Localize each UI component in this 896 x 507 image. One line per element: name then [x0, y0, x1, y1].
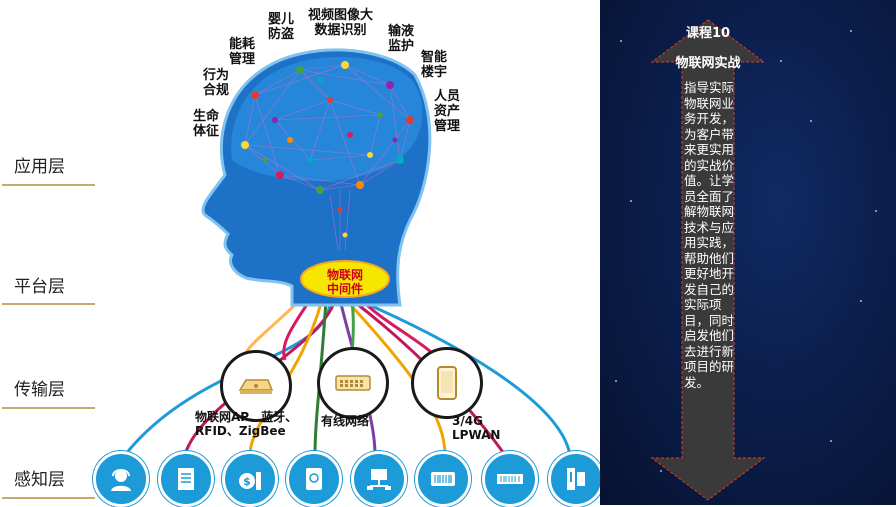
neural-nodes — [241, 61, 414, 238]
layer-divider — [2, 303, 95, 305]
transport-label-cellular: 3/4G LPWAN — [452, 414, 501, 442]
scanner-icon — [567, 468, 585, 490]
sensor-scanner — [548, 451, 604, 507]
transport-hub-wired — [317, 347, 389, 419]
barcode-tag-icon — [497, 474, 523, 484]
head-brain-graphic — [123, 48, 572, 456]
layer-label-perception: 感知层 — [14, 470, 65, 490]
transport-hub-cellular — [411, 347, 483, 419]
router-icon — [238, 379, 274, 394]
document-icon — [178, 468, 194, 490]
money-icon: $ — [239, 472, 261, 490]
sensor-tablet — [286, 451, 342, 507]
app-label-behavior-compliance: 行为 合规 — [203, 68, 230, 98]
transport-label-wired: 有线网络 — [321, 414, 370, 428]
layer-divider — [2, 184, 95, 186]
transport-hub-ap — [220, 350, 292, 422]
course-description: 指导实际物联网业务开发，为客户带来更实用的实战价值。让学员全面了解物联网技术与应… — [684, 80, 735, 390]
tablet-icon — [306, 468, 322, 490]
sensor-document — [158, 451, 214, 507]
sensor-network — [351, 451, 407, 507]
sensor-barcode-reader — [415, 451, 471, 507]
sensor-barcode-tag — [482, 451, 538, 507]
network-icon — [367, 469, 391, 490]
layer-label-application: 应用层 — [14, 157, 65, 177]
course-panel — [600, 0, 896, 505]
transport-label-ap: 物联网AP、蓝牙、 RFID、ZigBee — [195, 410, 298, 438]
app-label-video-recognition: 视频图像大 数据识别 — [308, 8, 374, 38]
layer-divider — [2, 407, 95, 409]
course-arrow-shape — [650, 19, 766, 501]
layer-divider — [2, 497, 95, 499]
sensor-money: $ — [222, 451, 278, 507]
app-label-energy-management: 能耗 管理 — [229, 37, 256, 67]
layer-label-platform: 平台层 — [14, 277, 65, 297]
middleware-badge — [300, 260, 390, 298]
course-title: 课程10 — [685, 26, 731, 41]
course-name: 物联网实战 — [675, 56, 741, 71]
layer-label-transport: 传输层 — [14, 380, 65, 400]
app-label-smart-building: 智能 楼宇 — [421, 50, 448, 80]
middleware-label: 物联网 中间件 — [326, 268, 363, 296]
phone-icon — [437, 366, 457, 400]
svg-text:$: $ — [243, 475, 251, 488]
switch-icon — [335, 375, 371, 391]
app-label-infusion-monitor: 输液 监护 — [388, 24, 415, 54]
barcode-reader-icon — [431, 472, 455, 486]
sensor-headset — [93, 451, 149, 507]
app-label-vital-signs: 生命 体征 — [193, 109, 220, 139]
app-label-personnel-assets: 人员 资产 管理 — [434, 89, 461, 134]
iot-architecture-diagram: 应用层 平台层 传输层 感知层 — [2, 8, 604, 507]
app-label-infant-antitheft: 婴儿 防盗 — [268, 12, 295, 42]
headset-icon — [111, 469, 131, 491]
neural-network — [244, 64, 411, 251]
